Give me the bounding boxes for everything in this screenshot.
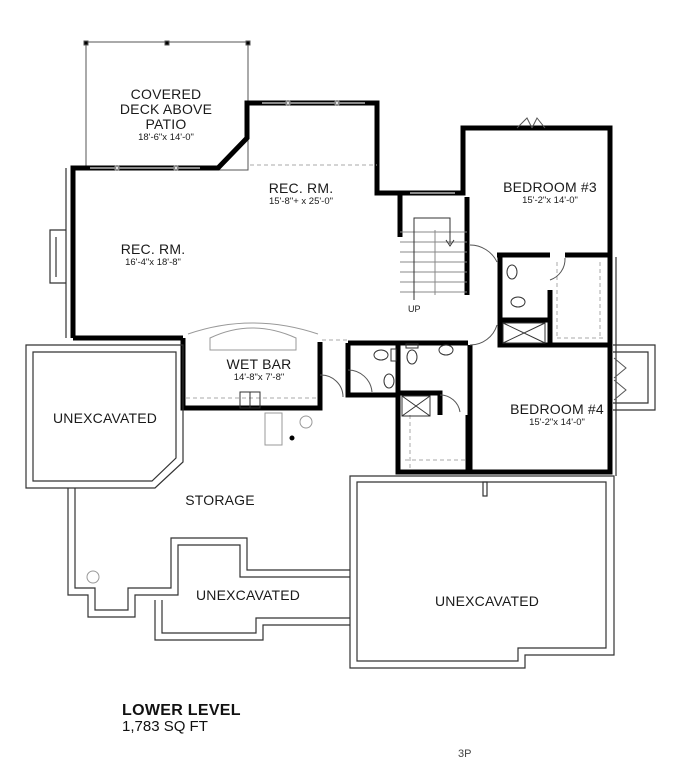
room-label-unexcavated-left: UNEXCAVATED <box>53 411 157 426</box>
room-name: BEDROOM #4 <box>510 401 604 417</box>
room-name: UNEXCAVATED <box>195 587 301 603</box>
room-name: REC. RM. <box>120 241 186 257</box>
staircase <box>400 217 467 300</box>
room-name: BEDROOM #3 <box>503 179 597 195</box>
room-dimensions: 16'-4"x 18'-8" <box>125 257 181 268</box>
door-swings <box>319 117 627 413</box>
room-label-rec-room-1: REC. RM. 15'-8"+ x 25'-0" <box>269 181 334 208</box>
level-title: LOWER LEVEL <box>122 702 241 719</box>
room-label-covered-deck: COVERED DECK ABOVE PATIO 18'-6"x 14'-0" <box>120 87 212 144</box>
room-label-storage: STORAGE <box>185 493 255 508</box>
room-dimensions: 14'-8"x 7'-8" <box>233 372 285 383</box>
room-label-unexcavated-right: UNEXCAVATED <box>435 594 539 609</box>
room-label-bedroom-3: BEDROOM #3 15'-2"x 14'-0" <box>503 180 597 207</box>
watermark-text: 3P <box>458 748 472 760</box>
room-name: PATIO <box>145 116 187 132</box>
level-square-footage: 1,783 SQ FT <box>122 718 208 735</box>
room-name: UNEXCAVATED <box>52 410 158 426</box>
room-label-unexcavated-middle: UNEXCAVATED <box>196 588 300 603</box>
foundation-walls <box>25 168 656 669</box>
room-name: UNEXCAVATED <box>434 593 540 609</box>
room-name: STORAGE <box>185 492 255 508</box>
room-label-wet-bar: WET BAR 14'-8"x 7'-8" <box>227 357 292 384</box>
room-name: DECK ABOVE <box>119 101 213 117</box>
room-label-rec-room-2: REC. RM. 16'-4"x 18'-8" <box>121 242 186 269</box>
wet-bar-counter <box>86 322 319 584</box>
windows <box>90 100 455 194</box>
room-name: REC. RM. <box>268 180 334 196</box>
room-name: COVERED <box>130 86 202 102</box>
room-dimensions: 18'-6"x 14'-0" <box>138 132 194 143</box>
room-dimensions: 15'-8"+ x 25'-0" <box>269 196 333 207</box>
room-label-bedroom-4: BEDROOM #4 15'-2"x 14'-0" <box>510 402 604 429</box>
room-name: WET BAR <box>226 356 292 372</box>
bathroom-fixtures <box>373 264 546 417</box>
dashed-lines <box>186 164 603 470</box>
room-dimensions: 15'-2"x 14'-0" <box>522 195 578 206</box>
stair-up-label: UP <box>408 304 421 314</box>
room-dimensions: 15'-2"x 14'-0" <box>529 417 585 428</box>
